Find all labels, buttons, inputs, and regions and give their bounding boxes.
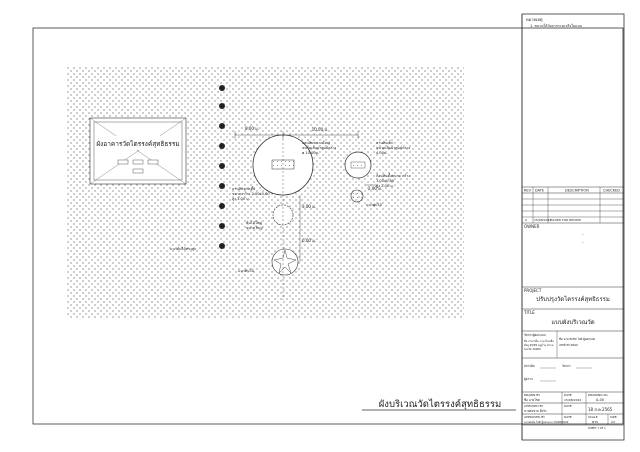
project-label: PROJECT (524, 288, 542, 293)
rev-header-desc: DESCRIPTION (565, 189, 589, 193)
tb-checked-by: CHECKED BY (524, 404, 543, 408)
tb-approved-name: นายสมชัย ใจดี ผู้ออกแบบ 15/08/2022 (524, 420, 569, 424)
building-door-1 (117, 159, 129, 165)
tb-drawn-by: DRAWN BY (524, 393, 540, 397)
title-block (521, 13, 625, 441)
rev-header-date: DATE (535, 189, 544, 193)
revision-table: REV DATE DESCRIPTION CHECKED A 15/08/202… (522, 186, 624, 224)
sign-engineer: วิศวกร (562, 364, 571, 368)
rev-header-checked: CHECKED (603, 189, 620, 193)
sign-checker: ผู้ตรวจ (524, 377, 533, 381)
sheet-border (32, 27, 624, 425)
tree2-label: แนวต้นไม้ (238, 268, 254, 273)
tb-date3: DATE (564, 415, 572, 419)
large-tree-2 (271, 248, 299, 276)
tree1-label-b: ขนาดใหญ่ (246, 225, 262, 230)
rev-row-rev: A (525, 218, 528, 222)
rock-height: สูง 2.00 ม. (376, 184, 394, 188)
dim-3m: 3.00 ม. (302, 204, 316, 209)
large-court-label: ลานหินขนาดใหญ่ (302, 140, 330, 145)
tb-size: SIZE (610, 415, 617, 419)
building-door-3 (147, 159, 159, 165)
consultant-l3: ที่อยู่ 99/99 หมู่บ้าน ตำบล (524, 343, 554, 347)
tb-drawn-name: ชื่อ นายโชค (524, 397, 540, 402)
consultant-l1: วิศวกรผู้ออกแบบ (524, 333, 546, 337)
rev-row-desc: ISSUED FOR REVIEW (550, 218, 581, 222)
dim-width: 10.00 ม. (312, 127, 329, 132)
dimension-lines (234, 131, 378, 300)
notes-line: 1. ขนาดให้วัดจากระยะจริงในแบบ (530, 23, 582, 28)
small-court-size2: 4.00ม. (376, 151, 388, 155)
tall-tree-row (219, 85, 225, 249)
project-name: ปรับปรุงวัดไตรรงค์สุทธิธรรม (536, 295, 610, 303)
small-court-label: ลานหินเล็ก (376, 139, 393, 145)
tb-drawing-no: DRAWING No. (588, 393, 609, 397)
consultant-r2: เลขที่ สก.9999 (559, 343, 578, 347)
notes-heading: หมายเหตุ (526, 17, 543, 23)
owner-line1: - (582, 232, 584, 237)
drawing-info-grid: DRAWN BY DATE DRAWING No. ชื่อ นายโชค 15… (522, 391, 624, 430)
building-label: ผังอาคารวัดไตรรงค์สุทธิธรรม (96, 140, 179, 148)
owner-line2: - (582, 240, 584, 245)
rev-header-rev: REV (524, 189, 532, 193)
building-door-2 (132, 159, 144, 165)
dim-2m: 2.00 ม. (368, 186, 382, 191)
tb-date2-val: 18 ส.ค.2565 (588, 407, 613, 412)
tree-row-label: แนวต้นไม้ทรงสูง (170, 246, 196, 251)
tb-sheet: SHEET 1 OF 1 (588, 426, 606, 430)
tb-size-val: A3 (611, 420, 615, 424)
tb-scale-val: NTS (592, 420, 598, 424)
tb-approved: APPROVED BY (524, 415, 545, 419)
tb-drawn-date: 15/08/2022 (564, 398, 581, 402)
tb-checked-name: นายสมชาย ดีจริง (524, 409, 547, 413)
owner-label: OWNER (524, 224, 540, 229)
stone-size: ขนาด กว้าง 2.00x0.80 (232, 191, 270, 196)
title-label: TITLE (523, 310, 535, 315)
large-court-size: ขนาดเส้นผ่าศูนย์กลาง (302, 145, 337, 150)
small-court-rock (350, 161, 366, 169)
stone-height: สูง 3.00 ม. (232, 197, 250, 201)
rev-row-date: 15/08/2022 (534, 218, 551, 222)
building-door-4 (132, 168, 144, 174)
consultant-l2: ชื่อ ภาษาเต็ม ภาษาไทยชื่อ (524, 338, 554, 343)
site-ground-area (66, 66, 464, 319)
small-court-size: ขนาดเส้นผ่าศูนย์กลาง (376, 145, 411, 150)
rock-label: ก้อนหินตั้งขนาด กว้าง (376, 173, 410, 178)
shrub-label: แนวพุ่มไม้ (366, 202, 382, 208)
standing-rock (350, 189, 364, 203)
tb-drawing-val: A-00 (596, 398, 604, 402)
tb-date: DATE (564, 393, 572, 397)
tb-date2: DATE (564, 404, 572, 408)
dim-6m: 6.00 ม. (302, 238, 316, 243)
sign-architect: สถาปนิก (524, 364, 535, 368)
title-name: แบบผังบริเวณวัด (551, 319, 594, 326)
drawing-title: ผังบริเวณวัดไตรรงค์สุทธิธรรม (379, 398, 502, 410)
dim-left: 8.00 ม. (245, 126, 259, 131)
large-court-size2: ø 10.00ม. (302, 151, 319, 155)
rock-size: 1.00x0.80 (376, 179, 395, 183)
tree1-label: ต้นไม้ใหญ่ (246, 220, 262, 225)
consultant-block: วิศวกรผู้ออกแบบ ชื่อ ภาษาเต็ม ภาษาไทยชื่… (524, 331, 596, 358)
sign-block: สถาปนิก วิศวกร ผู้ตรวจ (524, 364, 592, 382)
stone-label: ลานหินทรงเตี้ย (232, 186, 255, 191)
consultant-l4: จังหวัด 10000 (524, 347, 541, 351)
consultant-r1: ชื่อ นาย สมชัย ใจดี ผู้ออกแบบ (559, 337, 596, 341)
tb-scale: SCALE (588, 415, 598, 419)
